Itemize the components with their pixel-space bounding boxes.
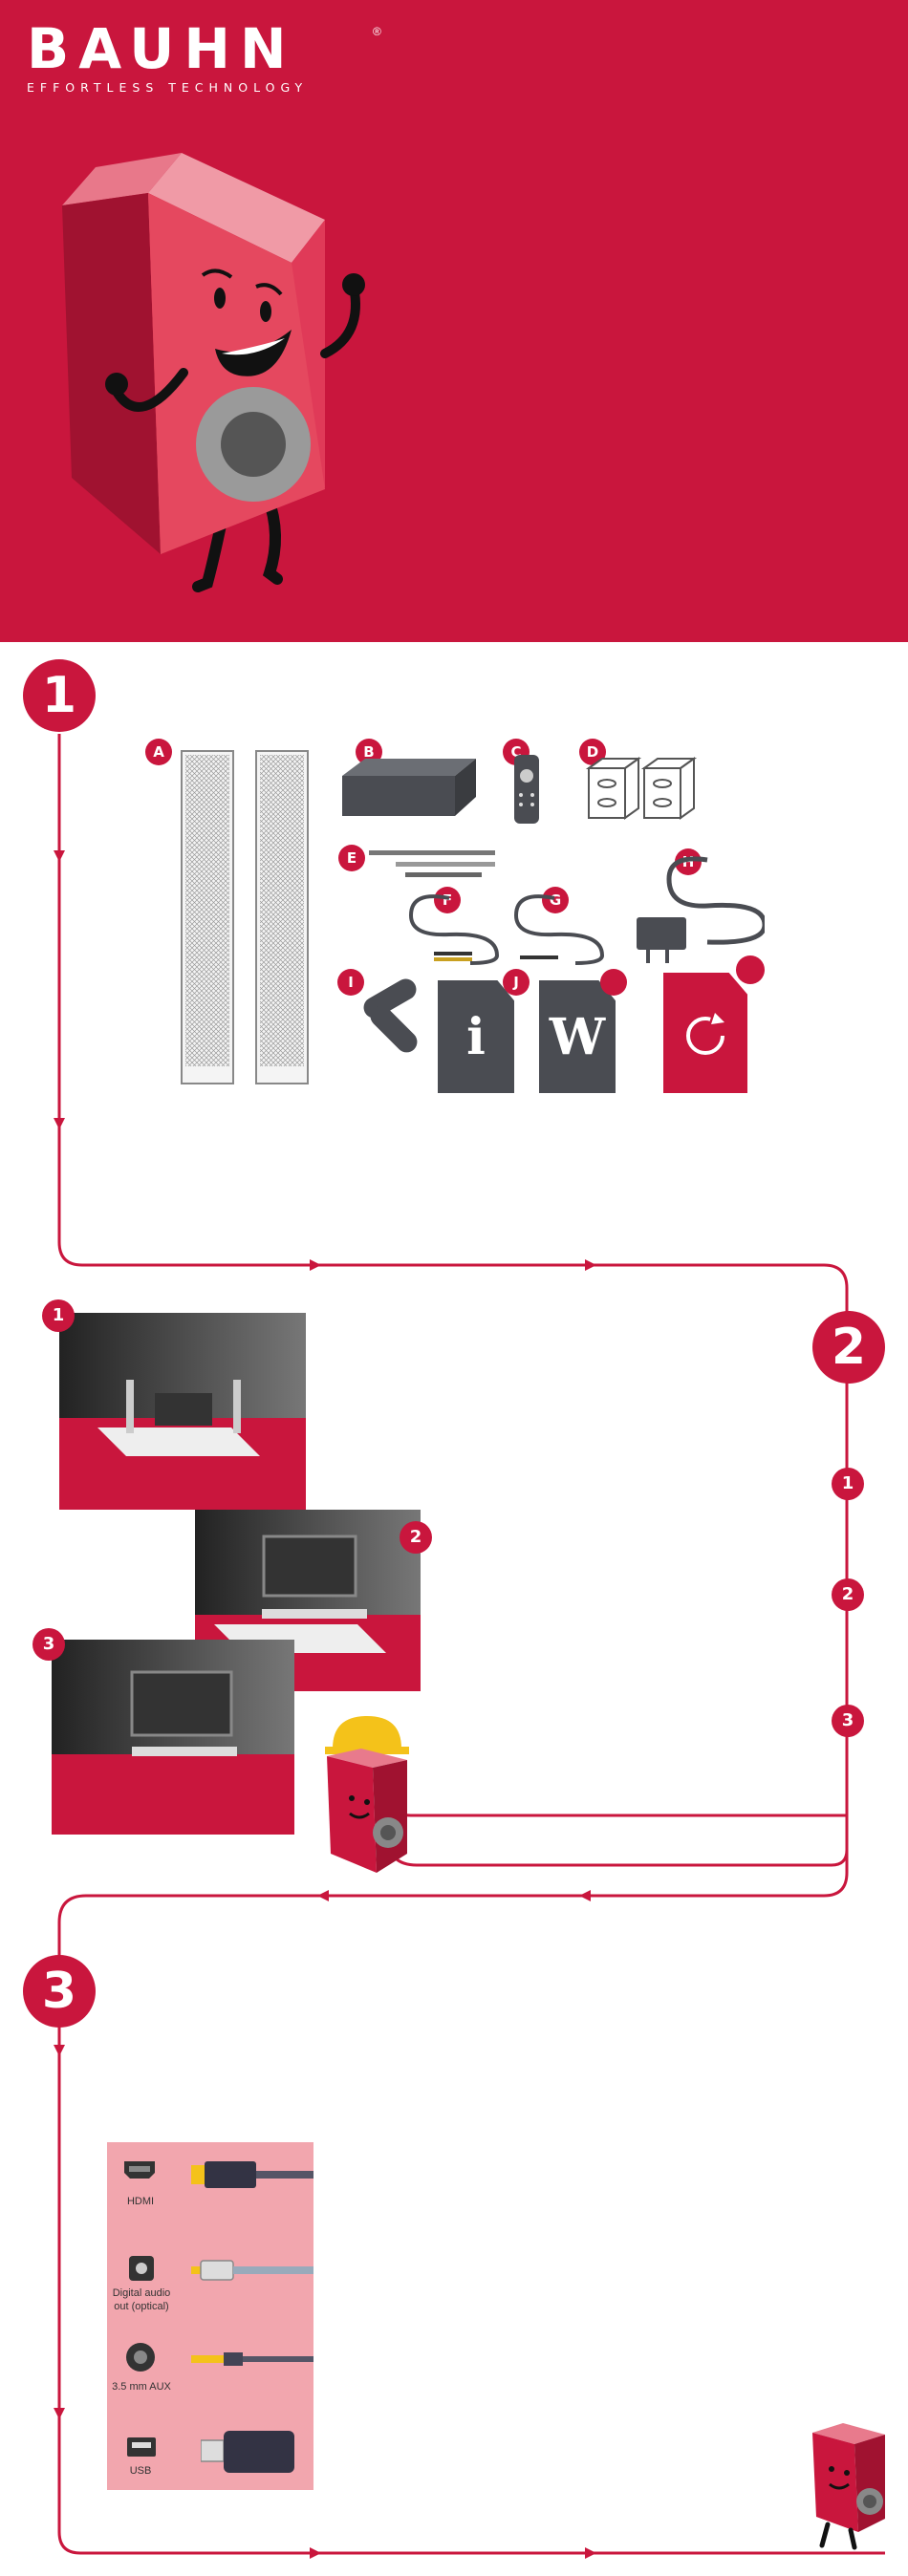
scene-2-badge: 2 xyxy=(400,1521,432,1554)
optical-port-icon xyxy=(128,2255,155,2282)
part-j-badge: J xyxy=(503,969,530,996)
part-a-badge: A xyxy=(145,739,172,765)
aux-cable-icon xyxy=(191,2349,313,2370)
remote-control-part-c xyxy=(510,753,543,826)
placement-scene-3 xyxy=(52,1640,294,1835)
option-2-marker: 2 xyxy=(832,1578,864,1611)
speaker-mascot-illustration xyxy=(38,134,421,612)
hdmi-cable-icon xyxy=(191,2157,313,2192)
warranty-doc: W xyxy=(539,980,616,1093)
aux-port-icon xyxy=(124,2341,157,2373)
brand-tagline: EFFORTLESS TECHNOLOGY xyxy=(27,80,308,95)
part-e-badge: E xyxy=(338,845,365,871)
manual-info-glyph: i xyxy=(438,1013,514,1063)
rca-cable-part-f xyxy=(401,883,507,965)
builder-mascot-illustration xyxy=(313,1710,419,1882)
mounting-rails-part-e xyxy=(367,845,501,879)
aux-label: 3.5 mm AUX xyxy=(101,2381,182,2393)
step-2-badge: 2 xyxy=(812,1311,885,1384)
step-1-badge: 1 xyxy=(23,659,96,732)
aux-cable-part-g xyxy=(512,883,617,965)
hdmi-port-icon xyxy=(122,2159,157,2180)
option-1-marker: 1 xyxy=(832,1468,864,1500)
scene-3-badge: 3 xyxy=(32,1628,65,1661)
placement-scene-1 xyxy=(59,1313,306,1510)
rubber-pads-part-i xyxy=(352,977,428,1063)
usb-port-icon xyxy=(126,2436,157,2458)
warranty-corner-dot xyxy=(600,969,627,996)
instruction-manual-doc: i xyxy=(438,980,514,1093)
hdmi-label: HDMI xyxy=(107,2196,174,2207)
footer-mascot-illustration xyxy=(799,2417,895,2551)
option-3-marker: 3 xyxy=(832,1705,864,1737)
scene-1-badge: 1 xyxy=(42,1299,75,1332)
hero-banner: BAUHN EFFORTLESS TECHNOLOGY ® xyxy=(0,0,908,642)
registered-mark: ® xyxy=(373,25,381,38)
main-unit-part-b xyxy=(336,755,480,822)
step-3-badge: 3 xyxy=(23,1955,96,2028)
tower-speakers-part-a xyxy=(178,747,312,1093)
optical-label-line1: Digital audio xyxy=(101,2287,182,2299)
warranty-glyph: W xyxy=(539,1013,616,1063)
quick-start-corner-dot xyxy=(736,955,765,984)
brand-name: BAUHN xyxy=(27,21,308,76)
wall-brackets-part-d xyxy=(585,755,700,822)
optical-label-line2: out (optical) xyxy=(101,2301,182,2312)
connection-ports-panel: HDMI Digital audio out (optical) 3.5 mm … xyxy=(107,2142,313,2490)
brand-logo: BAUHN EFFORTLESS TECHNOLOGY ® xyxy=(27,21,308,95)
power-adapter-part-h xyxy=(631,850,765,965)
usb-label: USB xyxy=(107,2465,174,2477)
optical-cable-icon xyxy=(191,2259,313,2282)
refresh-icon xyxy=(681,1007,730,1061)
usb-drive-icon xyxy=(201,2427,306,2477)
